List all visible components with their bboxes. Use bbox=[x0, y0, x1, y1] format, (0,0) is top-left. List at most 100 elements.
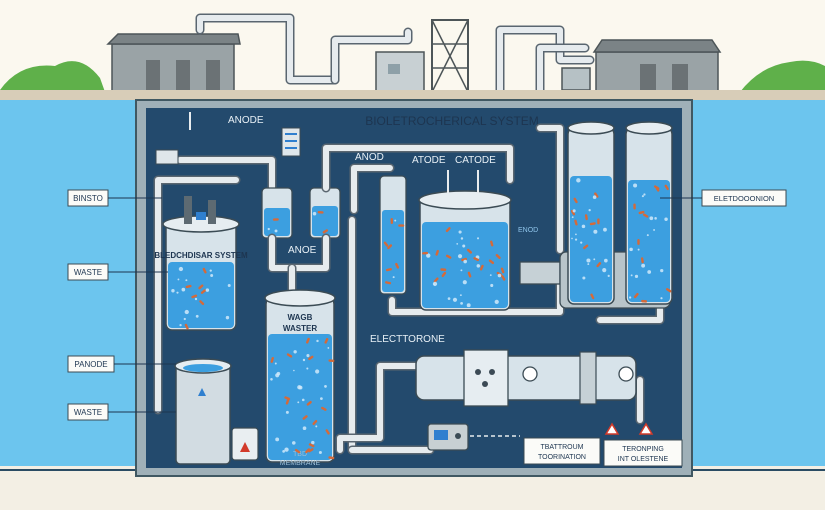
diagram-title: BIOLETROCHERICAL SYSTEM bbox=[365, 114, 539, 128]
bubble bbox=[460, 301, 463, 305]
bubble bbox=[607, 274, 610, 277]
label-reactor-tag: ENOD bbox=[518, 227, 538, 234]
right-hill bbox=[740, 60, 825, 92]
bubble bbox=[497, 273, 502, 278]
bubble bbox=[176, 291, 179, 294]
bacterium bbox=[445, 227, 451, 233]
bubble bbox=[275, 437, 280, 442]
bacterium bbox=[495, 254, 501, 259]
bubble bbox=[649, 216, 654, 221]
bubble bbox=[592, 195, 597, 199]
label-waste-tank-1: WAGB bbox=[288, 313, 313, 322]
bacterium bbox=[596, 262, 602, 268]
bacterium bbox=[501, 275, 506, 281]
label-electorone: ELECTTORONE bbox=[370, 334, 445, 345]
bubble bbox=[293, 369, 295, 372]
bubble bbox=[572, 209, 576, 213]
bacterium bbox=[184, 323, 189, 330]
central-reactor bbox=[418, 170, 512, 311]
heat-exchanger bbox=[415, 349, 637, 407]
bubble bbox=[582, 276, 586, 280]
bacterium bbox=[191, 294, 198, 299]
bacterium bbox=[638, 210, 645, 215]
microorganisms bbox=[171, 178, 672, 460]
bubble bbox=[460, 269, 463, 272]
bacterium bbox=[385, 281, 392, 285]
bottom-box-1-line1: TBATTROUM bbox=[540, 444, 583, 451]
bacterium bbox=[185, 284, 192, 289]
bubble bbox=[315, 369, 320, 374]
bacterium bbox=[573, 197, 578, 204]
bacterium bbox=[570, 209, 576, 216]
callout-waste-1-text: WASTE bbox=[74, 268, 102, 277]
bubble bbox=[270, 378, 273, 381]
bottom-box-1-line2: TOORINATION bbox=[538, 454, 586, 461]
bubble bbox=[586, 258, 591, 263]
bacterium bbox=[387, 244, 393, 250]
bubble bbox=[587, 263, 590, 266]
bubble bbox=[489, 274, 492, 277]
bottom-box-2 bbox=[603, 439, 683, 467]
bacterium bbox=[308, 355, 314, 361]
label-membrane: MEMBRANE bbox=[280, 460, 321, 467]
bubble bbox=[466, 303, 471, 308]
bubble bbox=[602, 268, 607, 273]
bacterium bbox=[665, 288, 672, 293]
bubble bbox=[628, 296, 632, 299]
bubble bbox=[324, 385, 327, 388]
bacterium bbox=[317, 210, 324, 214]
collection-bin bbox=[174, 358, 232, 465]
bubble bbox=[392, 276, 395, 279]
bacterium bbox=[308, 448, 314, 453]
bubble bbox=[285, 410, 289, 414]
bubble bbox=[653, 229, 656, 231]
bubble bbox=[327, 347, 330, 349]
bubble bbox=[205, 288, 210, 292]
bubble bbox=[462, 280, 467, 285]
small-canister-2 bbox=[309, 187, 341, 239]
bubble bbox=[267, 227, 270, 231]
warning-sign-2 bbox=[638, 422, 654, 435]
bubble bbox=[630, 274, 633, 277]
bacterium bbox=[433, 277, 439, 283]
bacterium bbox=[642, 213, 649, 218]
bacterium bbox=[590, 293, 595, 300]
bubble bbox=[459, 294, 462, 297]
label-tbd: TBD bbox=[293, 451, 307, 458]
bubble bbox=[301, 398, 305, 402]
bubble bbox=[457, 254, 463, 259]
bubble bbox=[318, 450, 322, 454]
bacterium bbox=[294, 448, 301, 454]
instrument-panel-top bbox=[281, 127, 301, 157]
bubble bbox=[476, 237, 480, 240]
bacterium bbox=[306, 400, 312, 406]
bubble bbox=[593, 229, 598, 234]
bubble bbox=[209, 269, 212, 272]
bubble bbox=[581, 224, 586, 229]
bacterium bbox=[285, 398, 290, 405]
left-hill bbox=[0, 61, 105, 92]
bubble bbox=[460, 237, 464, 240]
bacterium bbox=[286, 353, 293, 358]
bacterium bbox=[325, 429, 330, 435]
bacterium bbox=[200, 289, 207, 294]
anode-column bbox=[379, 175, 407, 295]
bubble bbox=[210, 273, 214, 277]
bacterium bbox=[328, 456, 335, 460]
bottom-box-2-line1: TERONPING bbox=[622, 446, 664, 453]
bacterium bbox=[440, 268, 447, 271]
bubble bbox=[181, 287, 186, 292]
bacterium bbox=[461, 257, 467, 262]
callout-waste-2-text: WASTE bbox=[74, 408, 102, 417]
bubble bbox=[302, 358, 306, 362]
bubble bbox=[426, 253, 431, 258]
bubble bbox=[576, 178, 581, 183]
warning-sign-1 bbox=[604, 422, 620, 435]
bacterium bbox=[306, 337, 310, 344]
bubble bbox=[171, 289, 175, 293]
callout-panode-text: PANODE bbox=[74, 360, 107, 369]
bubble bbox=[432, 281, 438, 287]
bubble bbox=[315, 425, 318, 428]
label-waste-tank-2: WASTER bbox=[283, 324, 317, 333]
